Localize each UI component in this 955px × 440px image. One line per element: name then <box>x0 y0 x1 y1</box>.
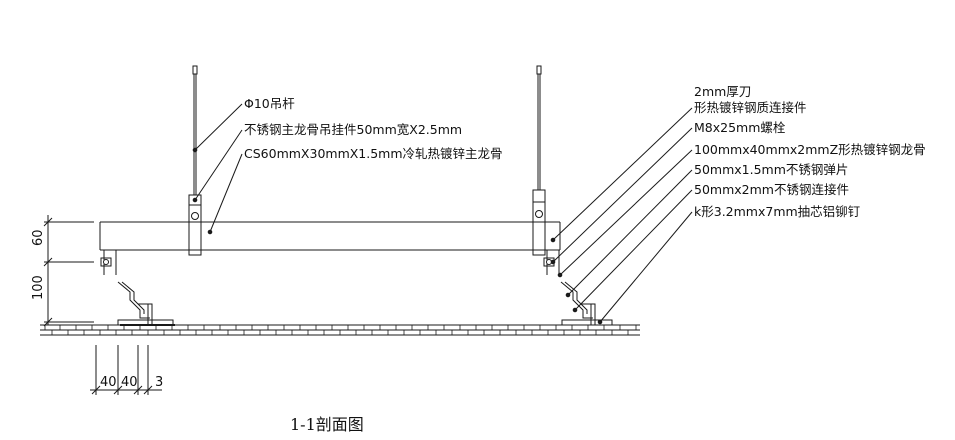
label-right-rivet: k形3.2mmx7mm抽芯铝铆钉 <box>694 204 861 219</box>
label-left-channel: CS60mmX30mmX1.5mm冷轧热镀锌主龙骨 <box>244 146 503 161</box>
label-right-bolt: M8x25mm螺栓 <box>694 120 786 135</box>
dim-100: 100 <box>31 275 46 300</box>
vertical-dimension <box>43 215 94 327</box>
horizontal-dimension <box>90 345 162 395</box>
right-z-bracket <box>543 250 613 326</box>
label-right-spring: 50mmx1.5mm不锈钢弹片 <box>694 162 848 177</box>
label-right-connector: 50mmx2mm不锈钢连接件 <box>694 182 849 197</box>
ceiling-panel <box>40 324 640 336</box>
label-left-rod: Φ10吊杆 <box>244 96 295 111</box>
right-hanger-clip <box>532 189 561 256</box>
label-right-z: 100mmx40mmx2mmZ形热镀锌钢龙骨 <box>694 142 926 157</box>
label-left-hanger: 不锈钢主龙骨吊挂件50mm宽X2.5mm <box>244 122 462 137</box>
dim-60: 60 <box>31 229 46 246</box>
left-z-bracket <box>100 250 175 326</box>
label-right-bracket-2: 形热镀锌钢质连接件 <box>694 100 807 115</box>
label-right-bracket-1: 2mm厚刀 <box>694 84 751 99</box>
left-hanger-rod <box>192 65 198 195</box>
dim-3: 3 <box>155 375 163 390</box>
dim-40-a: 40 <box>100 375 117 390</box>
left-hanger-clip <box>188 194 202 256</box>
dim-40-b: 40 <box>121 375 138 390</box>
main-channel <box>99 221 555 251</box>
leader-lines-left <box>192 103 243 235</box>
drawing-title: 1-1剖面图 <box>290 415 364 434</box>
right-hanger-rod <box>536 65 542 190</box>
leader-lines-right <box>550 107 693 325</box>
